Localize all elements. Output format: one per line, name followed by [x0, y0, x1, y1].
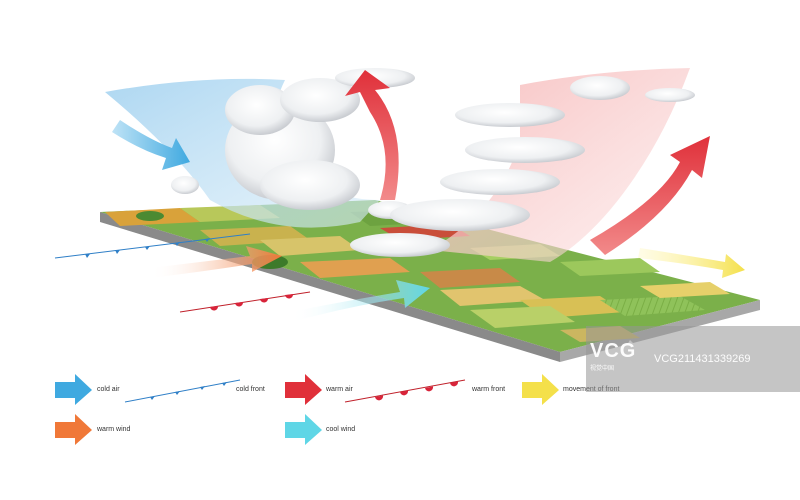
- cumulonimbus-cloud: [171, 68, 415, 219]
- legend-cold-front-label: cold front: [236, 386, 265, 393]
- front-movement-arrow: [638, 248, 745, 278]
- rising-warm-air-arrow: [345, 70, 399, 200]
- cold-front-line: [54, 233, 251, 259]
- legend-movement-of-front-icon: [522, 374, 559, 405]
- watermark-box: [586, 326, 800, 392]
- legend-warm-front-label: warm front: [472, 386, 506, 393]
- legend-cold-air-icon: [55, 374, 92, 405]
- legend-warm-air-icon: [285, 374, 322, 405]
- landscape-slab: [100, 200, 760, 362]
- legend-warm-wind-label: warm wind: [97, 426, 131, 433]
- legend-cold-air-label: cold air: [97, 386, 120, 393]
- legend-cool-wind-label: cool wind: [326, 426, 356, 433]
- legend-warm-front-icon: [344, 379, 466, 403]
- stratus-clouds: [350, 76, 695, 257]
- legend-cold-front-icon: [124, 379, 241, 403]
- cold-air-arrow: [112, 120, 190, 170]
- watermark-subtitle: 视觉中国: [590, 366, 615, 372]
- legend-cool-wind-icon: [285, 414, 322, 445]
- warm-front-line: [179, 291, 311, 313]
- warm-air-arrow-right: [590, 136, 710, 255]
- warm-wind-arrow: [150, 246, 282, 278]
- legend-warm-air-label: warm air: [326, 386, 353, 393]
- watermark-id: VCG211431339269: [654, 353, 751, 365]
- legend-warm-wind-icon: [55, 414, 92, 445]
- cool-wind-arrow: [290, 280, 430, 322]
- watermark-logo: VCG: [590, 340, 637, 362]
